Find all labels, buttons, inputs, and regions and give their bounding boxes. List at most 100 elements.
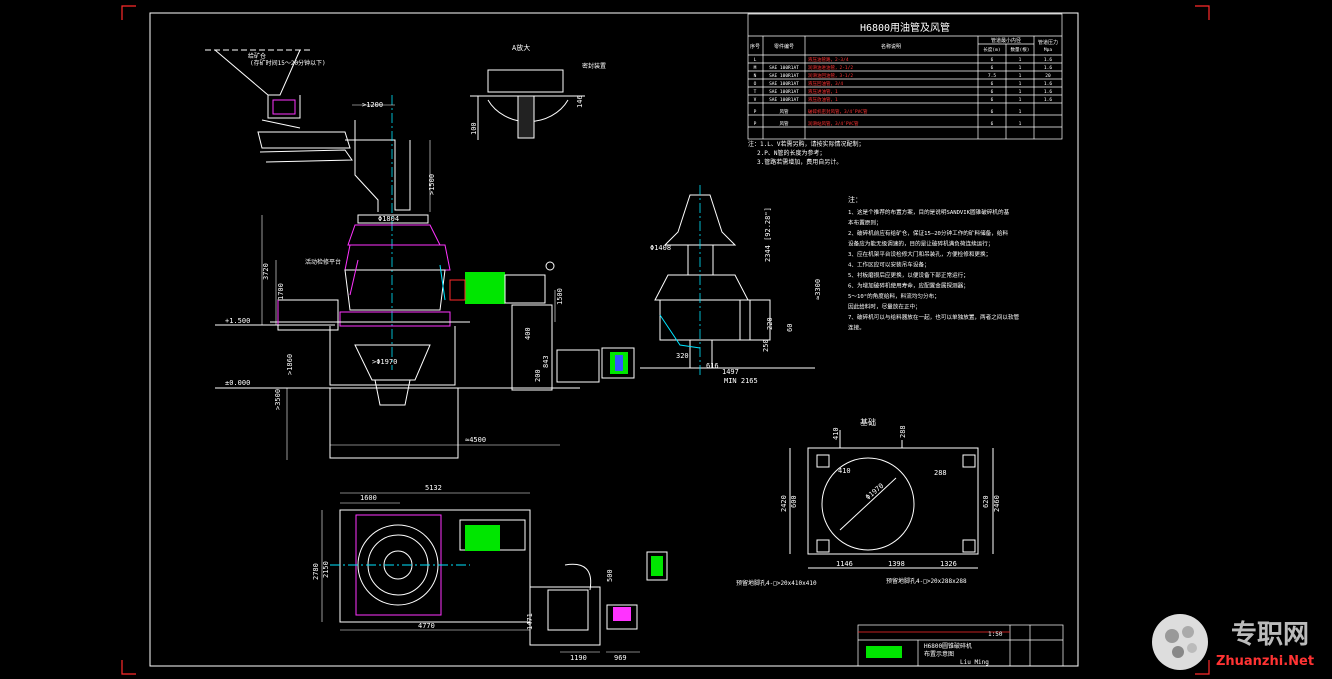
dim-1600: 1600 xyxy=(360,494,377,502)
dim-1500-top: >1500 xyxy=(428,174,436,195)
table-header-diam: 管道最小内径 xyxy=(991,37,1021,44)
dim-969: 969 xyxy=(614,654,627,662)
table-cell-qty: 1 xyxy=(1019,57,1022,63)
table-cell-p: 1.6 xyxy=(1044,65,1052,71)
table-cell-id: L xyxy=(754,57,757,63)
foundation-1146: 1146 xyxy=(836,560,853,568)
title-block-sub: 布置示意图 xyxy=(924,650,954,658)
table-cell-p: 20 xyxy=(1045,73,1051,79)
foundation-1398: 1398 xyxy=(888,560,905,568)
table-cell-desc: 液压放油管，1 xyxy=(808,96,838,103)
dim-2150: 2150 xyxy=(322,561,330,578)
table-cell-qty: 1 xyxy=(1019,81,1022,87)
dim-616: 616 xyxy=(706,362,719,370)
table-cell-desc: 液压进油管，1 xyxy=(808,88,838,95)
title-block-author: Liu Ming xyxy=(960,659,989,666)
foundation-410-b: 410 xyxy=(838,467,851,475)
table-cell-p: 1.6 xyxy=(1044,89,1052,95)
motor-assembly xyxy=(449,261,555,391)
note-line: 1、这是个推荐的布置方案，目的是说明SANDVIK圆锥破碎机的基 xyxy=(848,208,1010,216)
table-footnote: 2.P、N管的长度为参考； xyxy=(757,149,825,157)
table-sub-qty: 数量(根) xyxy=(1011,46,1030,53)
table-cell-code: SAE 100R1AT xyxy=(769,65,799,71)
dim-60: 60 xyxy=(786,324,794,332)
sheet-frame xyxy=(149,12,1079,667)
table-header-code: 零件编号 xyxy=(774,43,794,50)
note-line: 3、应在机架平台设检修大门和吊装孔，方便检修和更换； xyxy=(848,250,991,258)
dim-843: 843 xyxy=(542,355,550,368)
crusher-elevation xyxy=(215,214,580,459)
label-detail-a: A放大 xyxy=(512,43,530,52)
table-cell-qty: 1 xyxy=(1019,109,1022,115)
foundation-bolt-note-1: 预留地脚孔4-□>20x410x410 xyxy=(736,579,817,587)
table-cell-code: SAE 100R1AT xyxy=(769,97,799,103)
dim-5132: 5132 xyxy=(425,484,442,492)
note-line: 4、工作区应可以安装吊车设备； xyxy=(848,261,930,269)
foundation-288-b: 288 xyxy=(934,469,947,477)
table-cell-id: T xyxy=(754,89,757,95)
dim-2344: 2344 [92.28"] xyxy=(764,207,772,262)
label-foundation: 基础 xyxy=(860,417,876,427)
dim-1804: Φ1804 xyxy=(378,215,399,223)
foundation-620: 620 xyxy=(982,495,990,508)
label-feed-bin: 给矿仓 xyxy=(248,52,266,60)
dim-220: 220 xyxy=(766,317,774,330)
table-cell-code: 风管 xyxy=(780,108,789,115)
table-cell-code: SAE 100R1AT xyxy=(769,73,799,79)
table-cell-len: 6 xyxy=(991,121,994,127)
note-line: 7、破碎机可以与给料器放在一起，也可以单独放置，两者之间以软管 xyxy=(848,313,1020,321)
foundation-288-a: 288 xyxy=(899,425,907,438)
table-cell-id: V xyxy=(754,97,757,103)
foundation-bolt-note-2: 预留地脚孔4-□>20x288x288 xyxy=(886,577,967,585)
note-line: 2、破碎机前应有给矿仓，保证15—20分钟工作的矿料储备，给料 xyxy=(848,229,1008,237)
table-footnote: 注：1.L、V若需另购，请按实际情况配制； xyxy=(748,140,864,148)
table-cell-id: M xyxy=(754,65,757,71)
table-cell-code: 风管 xyxy=(780,120,789,127)
foundation-600: 600 xyxy=(790,495,798,508)
table-cell-p: 1.6 xyxy=(1044,57,1052,63)
dim-400: 400 xyxy=(524,327,532,340)
dim-1408: Φ1408 xyxy=(650,244,671,252)
table-cell-qty: 1 xyxy=(1019,73,1022,79)
table-cell-len: 6 xyxy=(991,81,994,87)
table-cell-len: 6 xyxy=(991,65,994,71)
foundation-plan xyxy=(789,430,994,569)
dimension-lines-elevation xyxy=(261,104,560,460)
label-platform: 活动检修平台 xyxy=(305,258,341,266)
table-cell-code: SAE 100R1AT xyxy=(769,81,799,87)
table-cell-id: O xyxy=(754,81,757,87)
foundation-1970: Φ1970 xyxy=(864,482,885,502)
table-header-pressure: 管道压力 xyxy=(1038,39,1058,46)
watermark-cn: 专职网 xyxy=(1231,620,1309,650)
note-line: 5～10°的角度给料，料流均匀分布； xyxy=(848,292,940,300)
notes-heading: 注： xyxy=(848,195,862,204)
dim-1970: >Φ1970 xyxy=(372,358,397,366)
dim-1700: 1700 xyxy=(277,283,285,300)
title-block xyxy=(857,624,1064,667)
dim-min: MIN 2165 xyxy=(724,377,758,385)
level-0: ±0.000 xyxy=(225,379,250,387)
dim-200: 200 xyxy=(534,369,542,382)
label-feed-note: (存矿时间15～20分钟以下) xyxy=(250,59,326,67)
table-cell-desc: 破碎机密封风管，3/4″PVC管 xyxy=(808,108,868,115)
plan-view xyxy=(330,509,601,646)
pipe-table-title: H6800用油管及风管 xyxy=(860,21,950,34)
dimension-lines-plan xyxy=(321,492,640,653)
dim-3500: >3500 xyxy=(274,389,282,410)
detail-a xyxy=(470,69,585,140)
title-block-name: H6800圆锥破碎机 xyxy=(924,642,972,650)
table-cell-desc: 液压油管路，2-3/4 xyxy=(808,56,849,63)
dim-250: 250 xyxy=(762,339,770,352)
plan-motor xyxy=(465,525,500,551)
table-cell-desc: 润滑油回油管，3-1/2 xyxy=(808,72,853,79)
table-cell-id: P xyxy=(754,109,757,115)
feed-chute xyxy=(205,49,411,212)
note-line: 5、衬板磨损后应更换，以便设备下部正常运行； xyxy=(848,271,969,279)
foundation-1326: 1326 xyxy=(940,560,957,568)
pipe-table-footnotes: 注：1.L、V若需另购，请按实际情况配制；2.P、N管的长度为参考；3.管路若需… xyxy=(748,140,864,166)
foundation-2420: 2420 xyxy=(780,495,788,512)
table-cell-desc: 润滑油进油管，2-1/2 xyxy=(808,64,853,71)
table-sub-len: 长度(m) xyxy=(983,46,1000,53)
